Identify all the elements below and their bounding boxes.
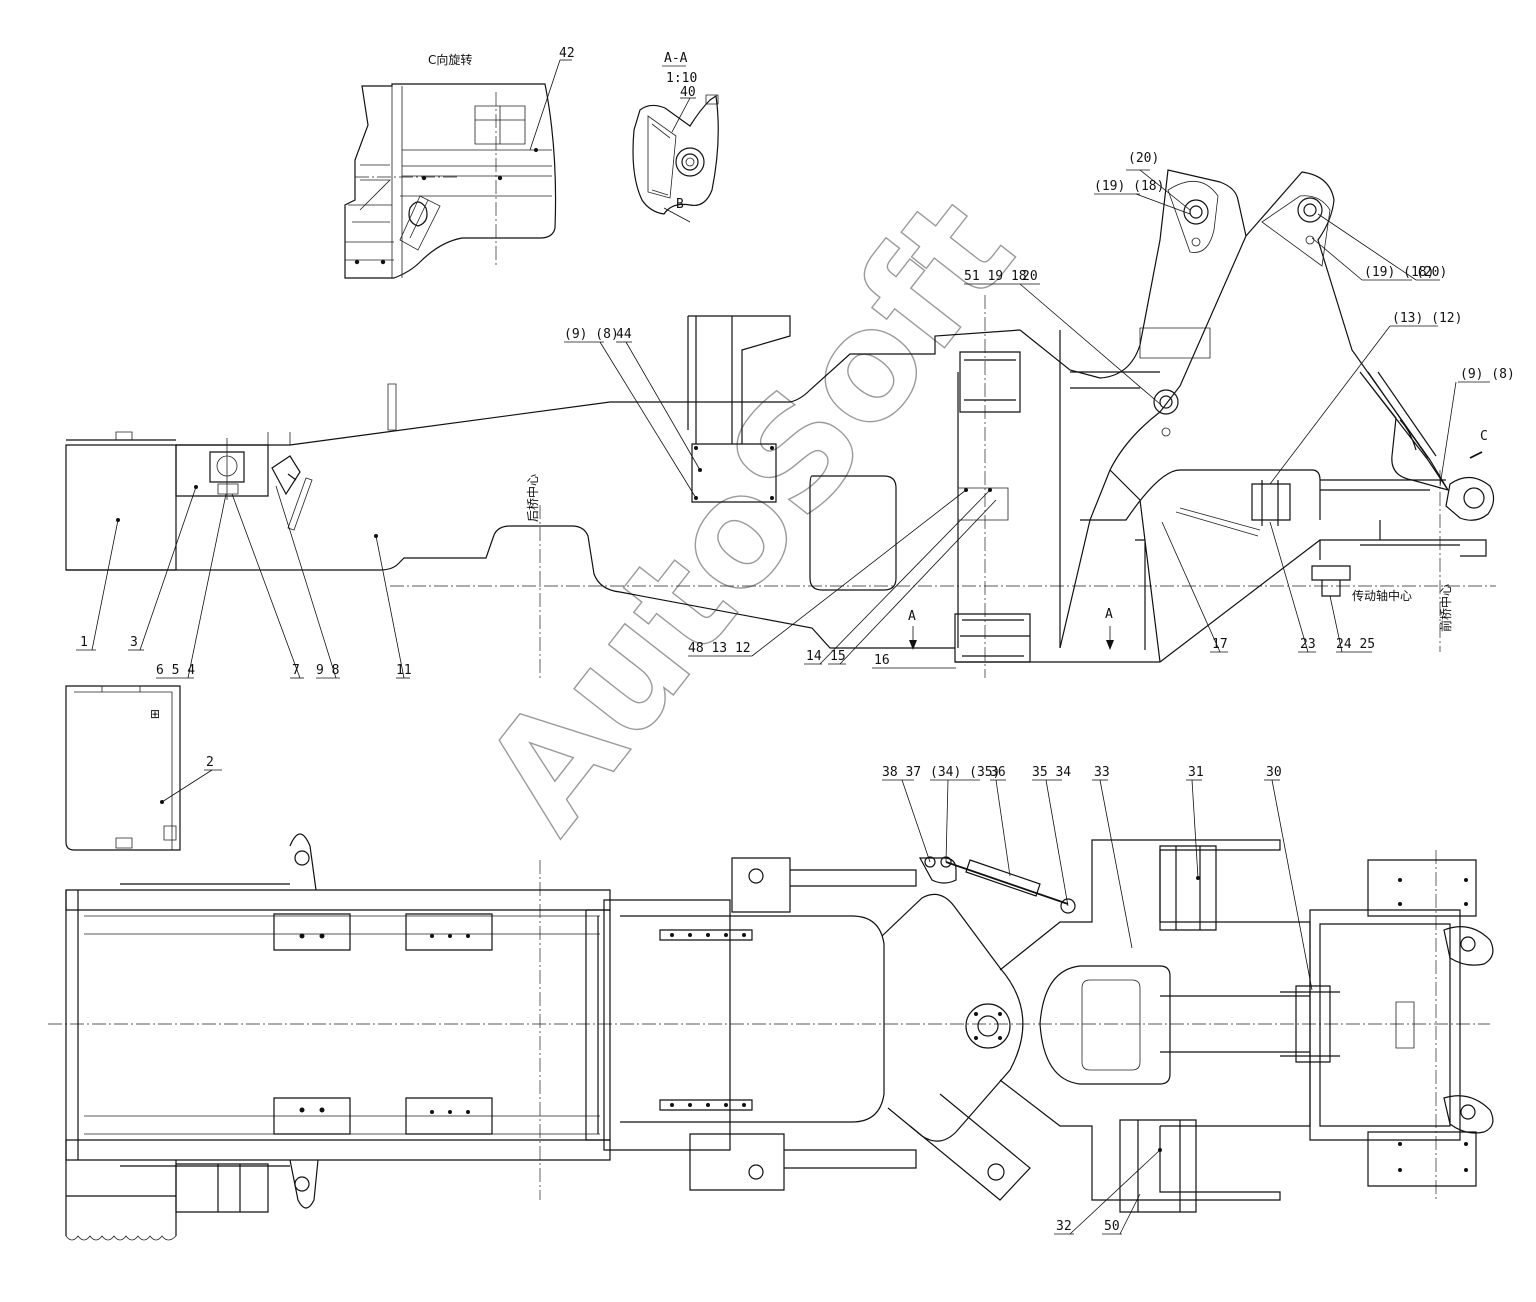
section-scale: 1:10 xyxy=(666,71,697,86)
part-label-16: 16 xyxy=(874,653,890,668)
part-label-50: 50 xyxy=(1104,1219,1120,1234)
part-label-2: 2 xyxy=(206,755,214,770)
view-c-detail: C向旋转 42 xyxy=(344,46,575,279)
part-label-42: 42 xyxy=(559,46,575,61)
part-label-20-a: (20) xyxy=(1128,151,1159,166)
section-a-a-detail: A-A 1:10 40 B xyxy=(632,51,719,223)
part-label-9-8-right: (9) (8) xyxy=(1460,367,1515,382)
part-label-44: 44 xyxy=(616,327,632,342)
plan-view: ⊞ xyxy=(48,685,1494,1241)
part-label-51-19-18: 51 19 18 xyxy=(964,269,1027,284)
side-elevation-view: A A C 后桥中心 前桥中心 传动轴中心 1 3 6 5 4 7 9 8 11… xyxy=(65,151,1515,680)
part-label-48-13-12: 48 13 12 xyxy=(688,641,751,656)
part-label-24-25: 24 25 xyxy=(1336,637,1375,652)
part-label-19-18-a: (19) (18) xyxy=(1094,179,1164,194)
part-label-32: 32 xyxy=(1056,1219,1072,1234)
part-label-36: 36 xyxy=(990,765,1006,780)
section-arrow-a-left: A xyxy=(908,609,916,624)
section-arrow-a-right: A xyxy=(1105,607,1113,622)
part-label-20-b: (20) xyxy=(1416,265,1447,280)
part-label-30: 30 xyxy=(1266,765,1282,780)
part-label-3: 3 xyxy=(130,635,138,650)
part-label-13-12: (13) (12) xyxy=(1392,311,1462,326)
part-label-34-35: (34) (35) xyxy=(930,765,1000,780)
part-label-15: 15 xyxy=(830,649,846,664)
rear-axle-center-note: 后桥中心 xyxy=(525,474,540,522)
part-label-9-8-top: (9) (8) xyxy=(564,327,619,342)
driveshaft-center-note: 传动轴中心 xyxy=(1352,588,1412,603)
part-label-33: 33 xyxy=(1094,765,1110,780)
part-label-20-c: 20 xyxy=(1022,269,1038,284)
part-label-31: 31 xyxy=(1188,765,1204,780)
part-label-19-18-b: (19) (18) xyxy=(1364,265,1434,280)
part-label-9-8: 9 8 xyxy=(316,663,339,678)
part-label-6-5-4: 6 5 4 xyxy=(156,663,195,678)
front-axle-center-note: 前桥中心 xyxy=(1438,584,1453,632)
part-label-17: 17 xyxy=(1212,637,1228,652)
part-label-35-34: 35 34 xyxy=(1032,765,1071,780)
section-title: A-A xyxy=(664,51,688,66)
part-label-7: 7 xyxy=(292,663,300,678)
part-label-14: 14 xyxy=(806,649,822,664)
part-label-40: 40 xyxy=(680,85,696,100)
part-label-11: 11 xyxy=(396,663,412,678)
part-label-23: 23 xyxy=(1300,637,1316,652)
view-c-title: C向旋转 xyxy=(428,52,472,67)
section-mark-b: B xyxy=(676,197,684,212)
view-arrow-c: C xyxy=(1480,429,1488,444)
part-label-1: 1 xyxy=(80,635,88,650)
box-mark: ⊞ xyxy=(150,707,160,721)
part-label-38-37: 38 37 xyxy=(882,765,921,780)
